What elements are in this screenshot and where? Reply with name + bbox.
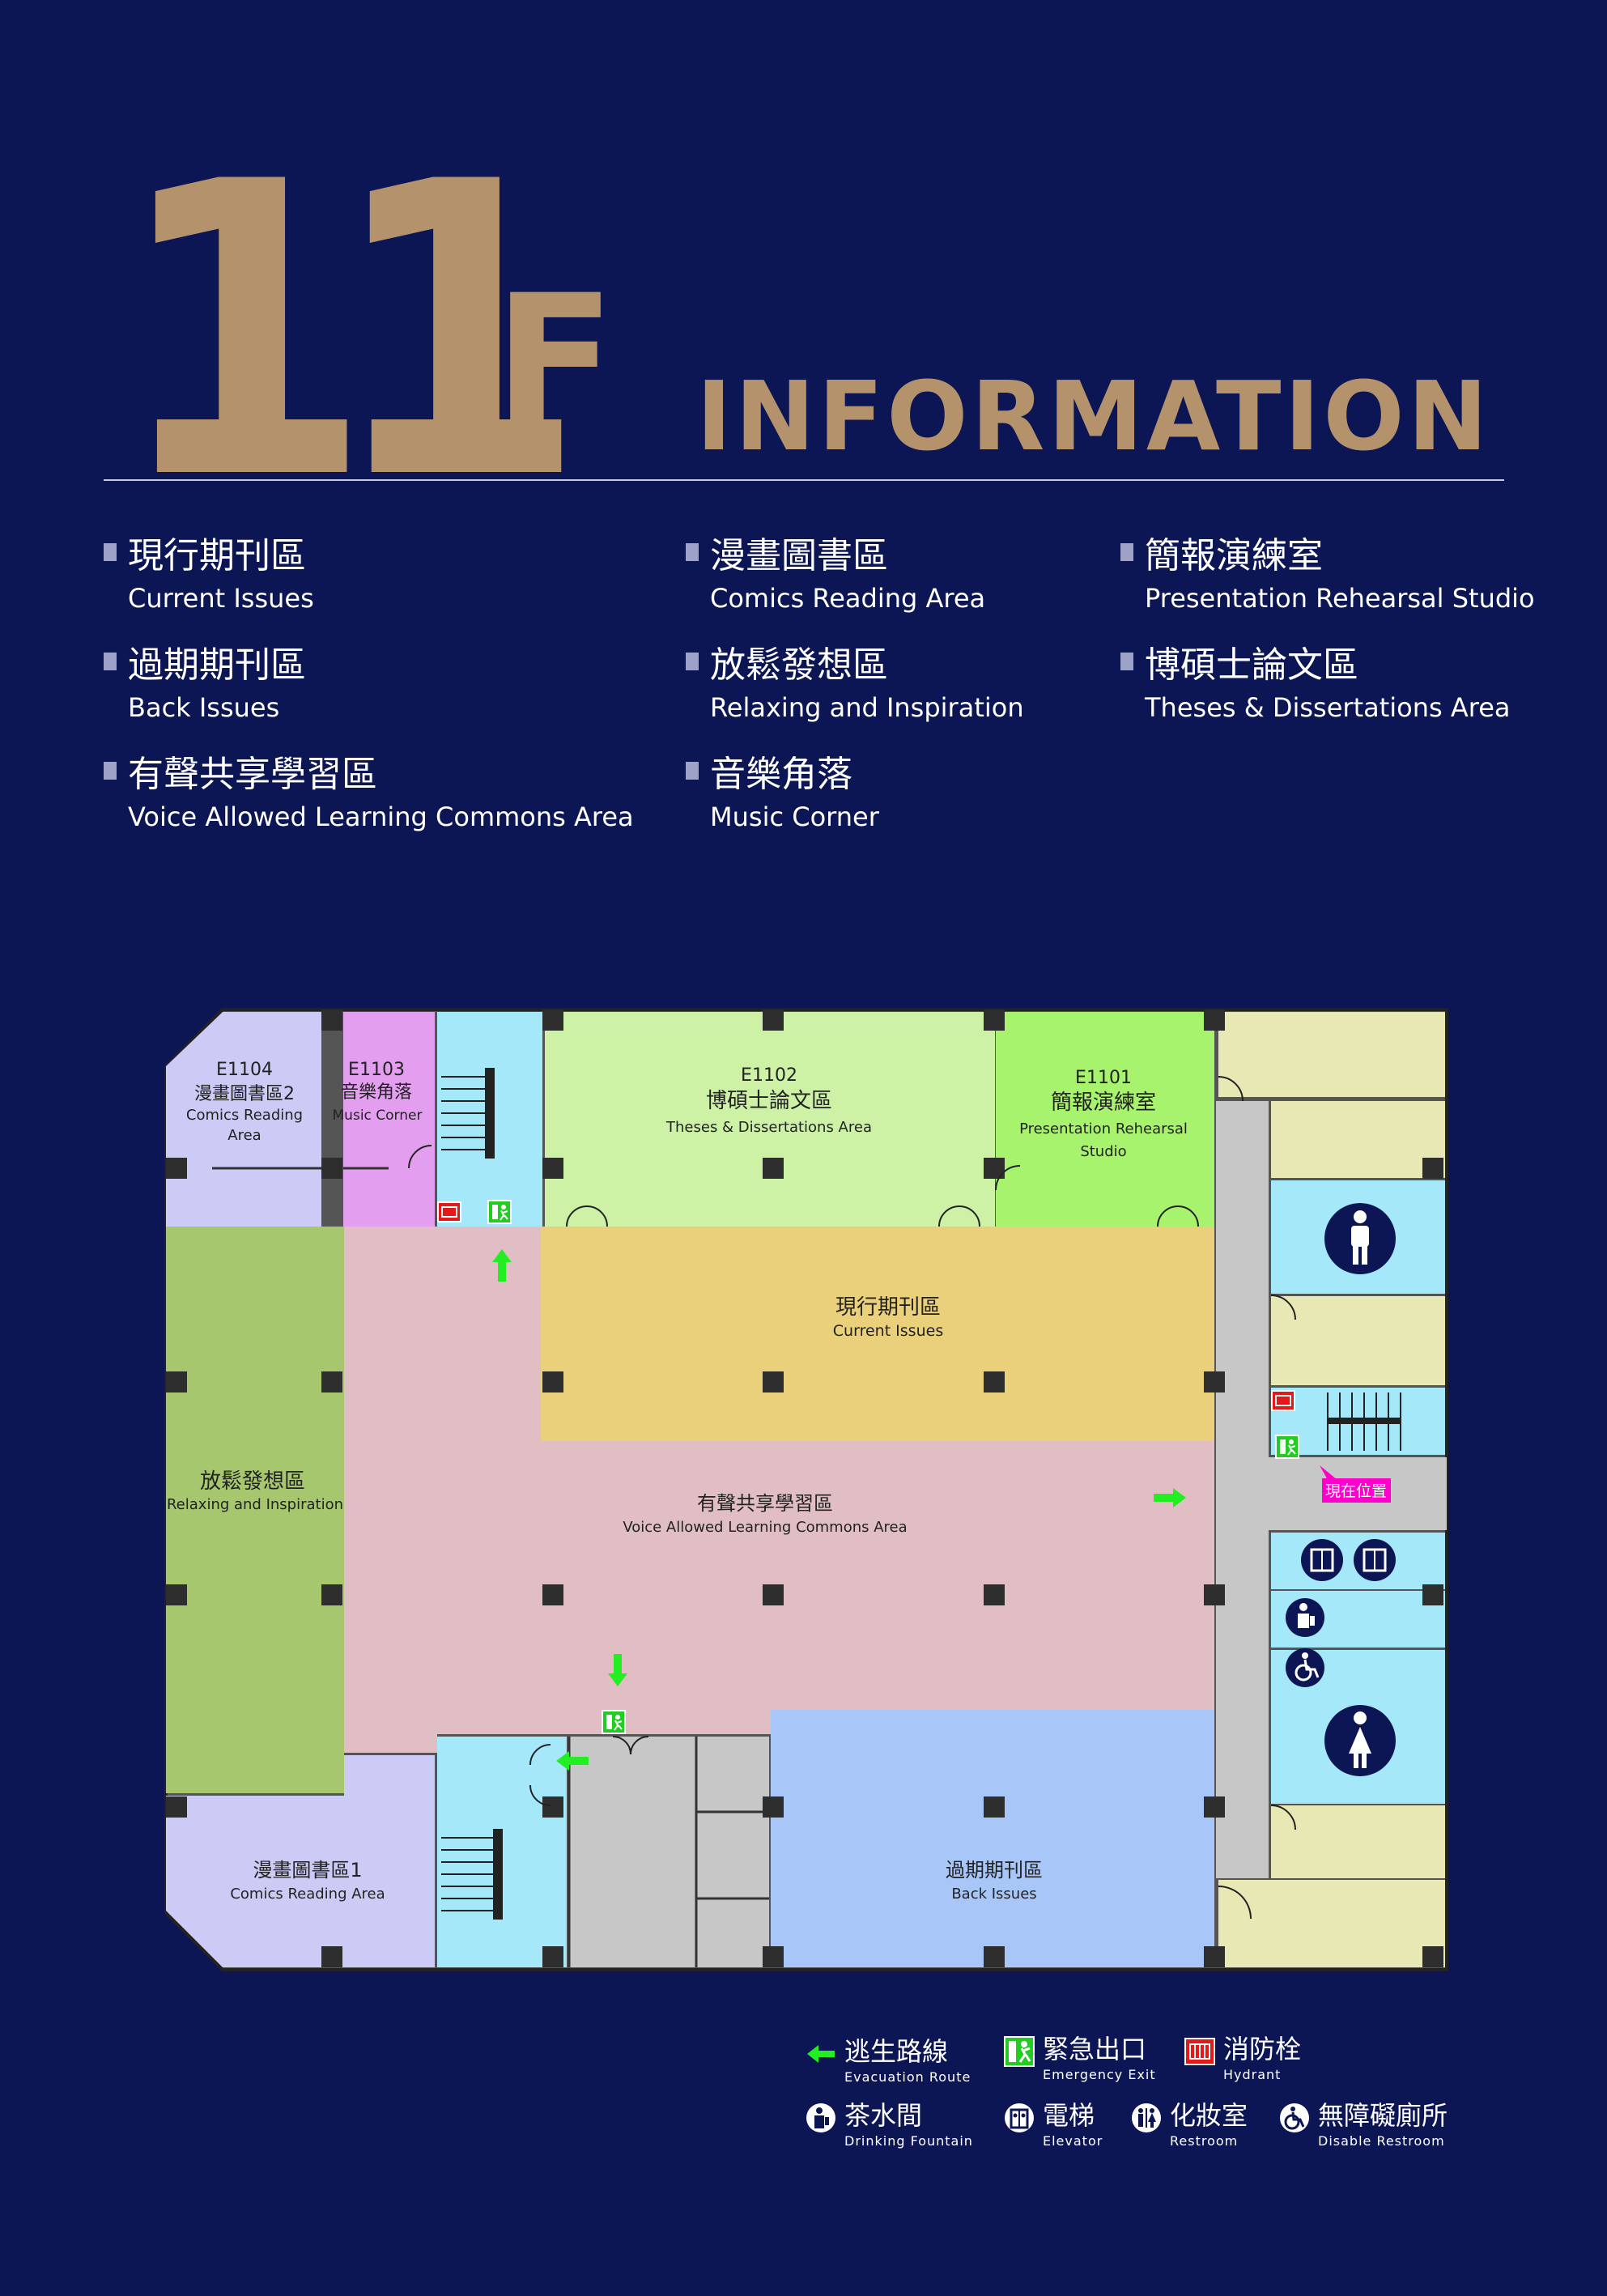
legend-rehearsal-studio: 簡報演練室 Presentation Rehearsal Studio <box>1120 526 1535 614</box>
service-room <box>1218 1880 1445 1967</box>
room-e1103 <box>343 1012 435 1227</box>
room-e1101 <box>996 1012 1214 1227</box>
restroom-female-icon <box>1324 1705 1396 1776</box>
room-current-en: Current Issues <box>833 1322 943 1340</box>
service-room <box>1271 1805 1445 1878</box>
area-relax-zh: 放鬆發想區 <box>200 1469 305 1494</box>
area-relax-en: Relaxing and Inspiration <box>167 1496 343 1513</box>
room-e1102-zh: 博碩士論文區 <box>706 1089 832 1113</box>
room-e1101-en1: Presentation Rehearsal <box>1019 1120 1188 1137</box>
room-e1104-zh: 漫畫圖書區2 <box>194 1084 295 1104</box>
legend-current-issues: 現行期刊區 Current Issues <box>104 526 314 614</box>
legend-bullet <box>686 653 699 670</box>
room-e1104 <box>166 1012 321 1227</box>
room-back-issues <box>771 1710 1214 1967</box>
legend-bullet <box>1120 543 1133 561</box>
room-e1102 <box>545 1012 995 1227</box>
restroom-icon <box>1132 2103 1161 2132</box>
wall-lines <box>212 1167 769 1967</box>
room-back-zh: 過期期刊區 <box>946 1859 1043 1881</box>
you-are-here-marker: 現在位置 <box>1320 1465 1391 1503</box>
hydrant-icon <box>1184 2038 1215 2065</box>
room-e1102-code: E1102 <box>741 1065 797 1086</box>
info-title: INFORMATION <box>696 360 1491 472</box>
room-back-en: Back Issues <box>951 1886 1036 1903</box>
legend-relaxing: 放鬆發想區 Relaxing and Inspiration <box>686 636 1024 723</box>
disabled-restroom-icon <box>1280 2103 1309 2132</box>
legend-bullet <box>104 653 117 670</box>
disabled-restroom-icon <box>1286 1648 1324 1687</box>
legend-theses: 博碩士論文區 Theses & Dissertations Area <box>1120 636 1511 723</box>
legend-bullet <box>1120 653 1133 670</box>
room-e1101-code: E1101 <box>1075 1068 1132 1088</box>
service-room <box>1218 1012 1445 1097</box>
service-room <box>1271 1296 1445 1385</box>
legend-back-issues: 過期期刊區 Back Issues <box>104 636 306 723</box>
drinking-fountain-icon <box>806 2103 835 2132</box>
legend-learning-commons: 有聲共享學習區 Voice Allowed Learning Commons A… <box>104 745 634 832</box>
room-current-zh: 現行期刊區 <box>835 1295 941 1320</box>
doors <box>408 1076 1296 1920</box>
floor-number: 11 <box>113 96 587 568</box>
room-e1104-en2: Area <box>227 1127 261 1144</box>
stairs-north <box>441 1068 495 1159</box>
legend-music-corner: 音樂角落 Music Corner <box>686 745 879 832</box>
stairs-east <box>1327 1392 1401 1451</box>
emergency-exit-icon <box>487 1200 512 1224</box>
area-learning-commons <box>344 1227 1214 1753</box>
room-e1104-code: E1104 <box>216 1060 273 1080</box>
elevator-icon <box>1301 1539 1396 1581</box>
legend-comics-reading: 漫畫圖書區 Comics Reading Area <box>686 526 985 614</box>
evacuation-arrow-icon <box>807 2045 835 2063</box>
room-current-issues <box>541 1227 1214 1441</box>
you-are-here-label: 現在位置 <box>1325 1482 1387 1500</box>
legend-bullet <box>686 762 699 780</box>
restroom-male-icon <box>1324 1203 1396 1274</box>
emergency-exit-icon <box>602 1710 626 1734</box>
room-e1103-en: Music Corner <box>333 1108 423 1124</box>
hydrant-icon <box>437 1201 461 1222</box>
hydrant-icon <box>1271 1390 1295 1411</box>
area-commons-en: Voice Allowed Learning Commons Area <box>623 1519 907 1536</box>
room-e1102-en: Theses & Dissertations Area <box>665 1119 872 1136</box>
drinking-fountain-icon <box>1286 1598 1324 1637</box>
stairs-south <box>441 1829 503 1920</box>
service-room <box>1271 1101 1445 1178</box>
room-comics1-en: Comics Reading Area <box>230 1886 385 1903</box>
room-e1103-zh: 音樂角落 <box>341 1082 412 1103</box>
room-e1104-en1: Comics Reading <box>186 1107 303 1124</box>
title-divider <box>104 479 1504 481</box>
room-comics1-zh: 漫畫圖書區1 <box>253 1859 362 1881</box>
floor-suffix: F <box>494 257 616 464</box>
service-core-south <box>569 1737 769 1967</box>
emergency-exit-icon <box>1275 1435 1299 1459</box>
area-relaxing <box>166 1227 344 1793</box>
room-e1101-en2: Studio <box>1080 1143 1126 1160</box>
room-e1101-zh: 簡報演練室 <box>1051 1091 1156 1115</box>
legend-bullet <box>104 543 117 561</box>
room-e1103-code: E1103 <box>348 1060 405 1080</box>
room-comics-reading-1 <box>166 1755 435 1967</box>
legend-bullet <box>686 543 699 561</box>
area-commons-zh: 有聲共享學習區 <box>697 1492 833 1515</box>
legend-bullet <box>104 762 117 780</box>
elevator-icon <box>1005 2103 1034 2132</box>
emergency-exit-icon <box>1004 2036 1035 2067</box>
